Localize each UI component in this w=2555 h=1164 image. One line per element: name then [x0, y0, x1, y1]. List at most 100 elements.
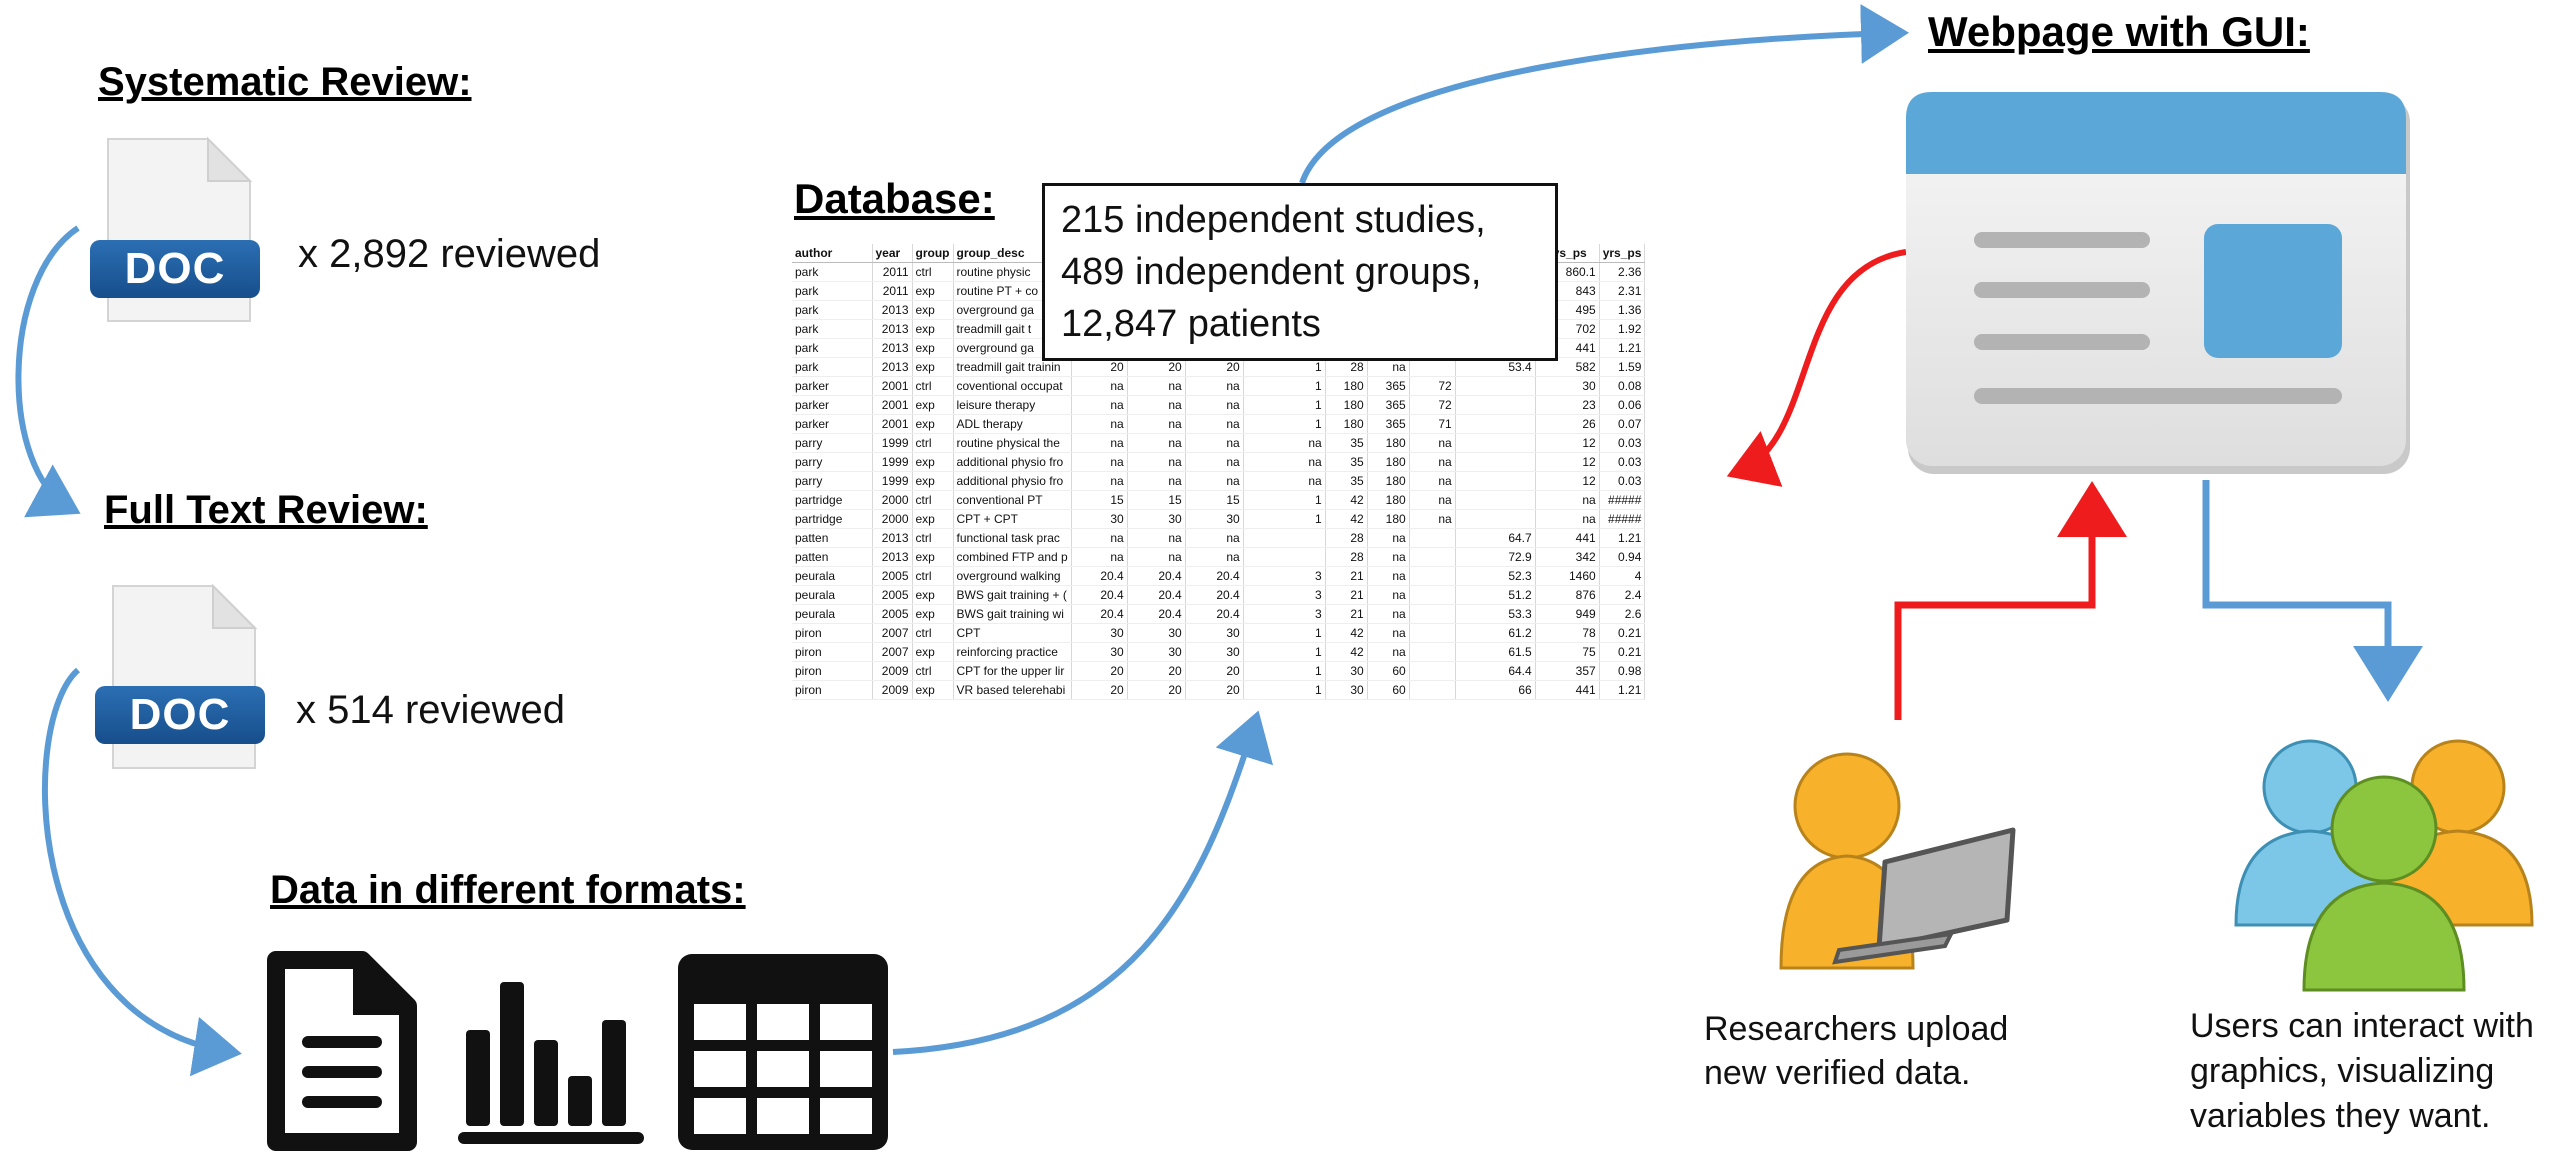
table-cell: na [1185, 414, 1244, 434]
users-caption-line3: variables they want. [2190, 1097, 2491, 1135]
users-caption-line2: graphics, visualizing [2190, 1052, 2495, 1090]
bar-chart-icon [458, 982, 644, 1144]
table-cell: 0.03 [1599, 452, 1646, 472]
table-cell: exp [912, 471, 954, 491]
table-cell: 1 [1243, 395, 1326, 415]
table-cell: exp [912, 452, 954, 472]
doc-badge: DOC [95, 686, 265, 744]
table-cell: 20.4 [1071, 604, 1128, 624]
table-cell: 1999 [872, 433, 913, 453]
table-cell: na [1409, 452, 1456, 472]
table-cell: na [1409, 490, 1456, 510]
table-cell: na [1185, 471, 1244, 491]
table-cell: 180 [1367, 490, 1410, 510]
table-cell: reinforcing practice [953, 642, 1072, 662]
database-stats-box: 215 independent studies, 489 independent… [1042, 183, 1558, 361]
table-cell: 180 [1367, 433, 1410, 453]
table-cell: 20 [1127, 661, 1186, 681]
table-cell: 30 [1325, 680, 1368, 700]
table-cell: ctrl [912, 566, 954, 586]
table-cell: 15 [1127, 490, 1186, 510]
table-cell: 12 [1535, 452, 1600, 472]
arrow-database-to-webpage [1299, 3, 1909, 184]
table-cell [1243, 528, 1326, 548]
user-group-icon [2234, 739, 2534, 992]
table-cell: exp [912, 509, 954, 529]
table-cell: park [792, 281, 873, 301]
table-cell: 28 [1325, 357, 1368, 377]
webpage-heading: Webpage with GUI: [1928, 8, 2310, 55]
table-cell: 3 [1243, 566, 1326, 586]
table-cell: ##### [1599, 490, 1646, 510]
table-cell: exp [912, 395, 954, 415]
table-cell: 28 [1325, 547, 1368, 567]
table-cell: na [1243, 452, 1326, 472]
table-cell: 357 [1535, 661, 1600, 681]
arrow-webpage-to-database [1726, 249, 1907, 487]
table-cell: na [1409, 509, 1456, 529]
table-cell: 1 [1243, 490, 1326, 510]
table-cell: additional physio fro [953, 471, 1072, 491]
table-cell: na [1409, 471, 1456, 491]
table-cell: 42 [1325, 642, 1368, 662]
table-cell: 365 [1367, 414, 1410, 434]
table-cell: 2013 [872, 338, 913, 358]
table-cell: 180 [1367, 509, 1410, 529]
table-cell: 30 [1185, 642, 1244, 662]
table-cell: parker [792, 414, 873, 434]
table-cell: na [1535, 490, 1600, 510]
table-cell: 180 [1325, 376, 1368, 396]
table-cell: ctrl [912, 490, 954, 510]
researcher-laptop-icon [1779, 752, 2016, 970]
table-cell [1409, 585, 1456, 605]
table-cell: park [792, 357, 873, 377]
table-cell: 30 [1535, 376, 1600, 396]
table-cell: 30 [1185, 623, 1244, 643]
table-cell: peurala [792, 604, 873, 624]
arrow-researchers-to-webpage [1894, 481, 2127, 720]
table-cell: patten [792, 528, 873, 548]
table-cell: 2005 [872, 566, 913, 586]
table-cell: ctrl [912, 528, 954, 548]
database-heading: Database: [794, 175, 995, 222]
table-header-cell: author [792, 244, 873, 263]
table-cell: na [1185, 547, 1244, 567]
table-cell: 20.4 [1185, 566, 1244, 586]
table-cell: park [792, 338, 873, 358]
table-cell: 20 [1071, 680, 1128, 700]
table-cell: 1460 [1535, 566, 1600, 586]
table-cell: 2001 [872, 395, 913, 415]
table-cell [1243, 547, 1326, 567]
table-cell: ##### [1599, 509, 1646, 529]
table-cell: 2001 [872, 414, 913, 434]
full-text-review-count: x 514 reviewed [296, 688, 566, 732]
table-cell: 2000 [872, 490, 913, 510]
table-cell: 20 [1185, 680, 1244, 700]
table-cell: 180 [1325, 414, 1368, 434]
table-cell: na [1243, 433, 1326, 453]
table-cell: 1 [1243, 661, 1326, 681]
table-cell: 0.94 [1599, 547, 1646, 567]
table-cell: na [1127, 376, 1186, 396]
table-cell: BWS gait training wi [953, 604, 1072, 624]
table-cell: 20 [1127, 357, 1186, 377]
table-cell: 15 [1071, 490, 1128, 510]
table-cell: 71 [1409, 414, 1456, 434]
table-cell: 35 [1325, 471, 1368, 491]
table-cell [1455, 433, 1536, 453]
table-cell: 42 [1325, 509, 1368, 529]
table-cell: 21 [1325, 585, 1368, 605]
table-cell: 0.03 [1599, 471, 1646, 491]
table-cell: 441 [1535, 680, 1600, 700]
table-cell: na [1127, 433, 1186, 453]
table-cell: na [1185, 433, 1244, 453]
table-cell: na [1367, 547, 1410, 567]
